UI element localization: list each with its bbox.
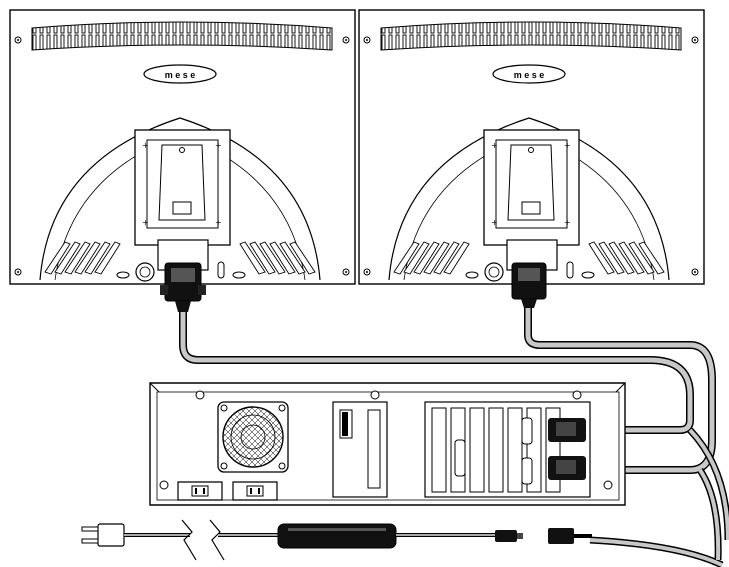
dc-socket-icon [548,528,574,544]
monitor-logo-text: m e s e [514,70,545,80]
video-cable-right [524,298,716,474]
power-cord [81,519,592,561]
ac-plug-icon [97,523,125,547]
svg-text:+: + [215,141,222,150]
power-adapter-brick [277,523,397,549]
vga-plug-left [160,262,206,312]
svg-text:+: + [564,218,571,227]
svg-text:+: + [564,141,571,150]
fan-grille-icon [217,401,289,473]
svg-text:+: + [491,141,498,150]
monitor-right: m e s e + + + + [358,9,705,285]
monitor-logo-text: m e s e [165,70,196,80]
monitor-left: m e s e + + + [9,9,356,285]
computer-rear-panel [149,382,626,506]
power-socket-icon [177,481,278,501]
logo-oval [143,64,217,84]
vga-plug-computer-2 [548,456,586,480]
svg-text:+: + [142,218,149,227]
video-cable-left [179,301,694,434]
svg-text:+: + [215,218,222,227]
logo-oval [492,64,566,84]
dc-plug-icon [495,530,517,542]
svg-text:+: + [142,141,149,150]
vga-plug-computer-1 [548,418,586,442]
svg-text:+: + [491,218,498,227]
vga-plug-right [511,262,547,308]
cable-trail-right [589,427,729,567]
